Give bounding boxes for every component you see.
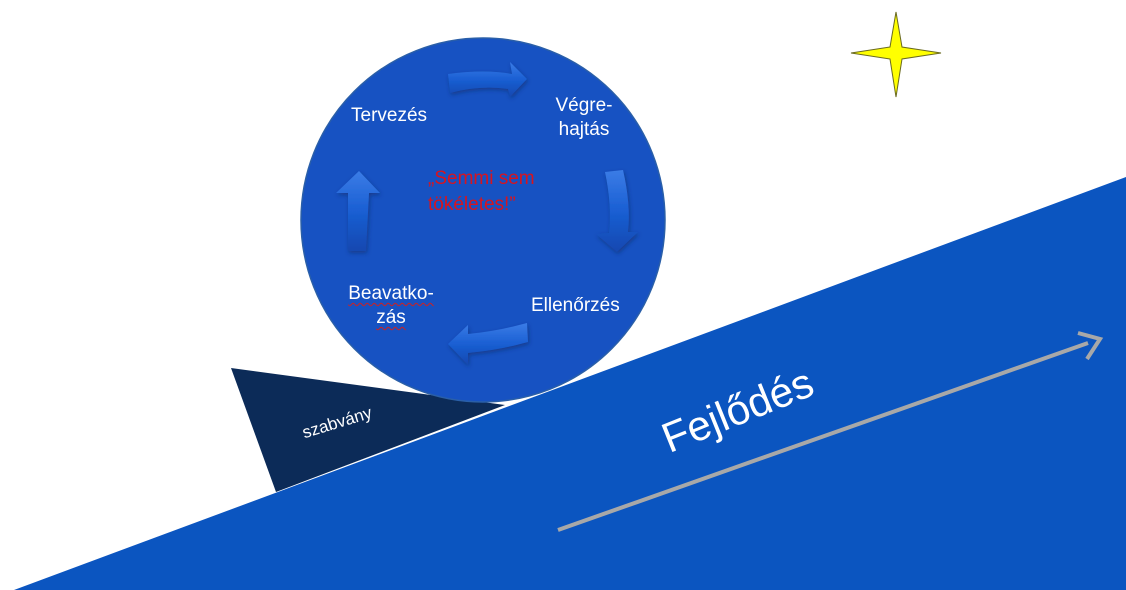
label-execution-line1: Végre- [555, 95, 613, 116]
arrow-plan-to-do [448, 62, 527, 97]
star-icon [850, 11, 942, 98]
arrow-check-to-act [448, 323, 528, 365]
standard-wedge [231, 368, 505, 492]
label-checking: Ellenőrzés [531, 295, 620, 316]
pdca-circle [300, 37, 666, 403]
center-quote: „Semmi sem tökéletes!” [428, 166, 535, 218]
label-action-line1: Beavatko- [348, 283, 434, 304]
label-execution: Végre- hajtás [551, 94, 617, 142]
label-execution-line2: hajtás [558, 119, 610, 140]
center-quote-line2: tökéletes!” [428, 194, 516, 215]
arrow-act-to-plan [336, 171, 380, 251]
label-action: Beavatko- zás [341, 282, 441, 330]
arrow-do-to-check [596, 170, 638, 252]
progress-arrow [557, 331, 1104, 532]
center-quote-line1: „Semmi sem [428, 168, 535, 189]
slope-ramp [14, 177, 1126, 590]
label-action-line2: zás [376, 307, 406, 328]
label-planning: Tervezés [351, 105, 428, 126]
